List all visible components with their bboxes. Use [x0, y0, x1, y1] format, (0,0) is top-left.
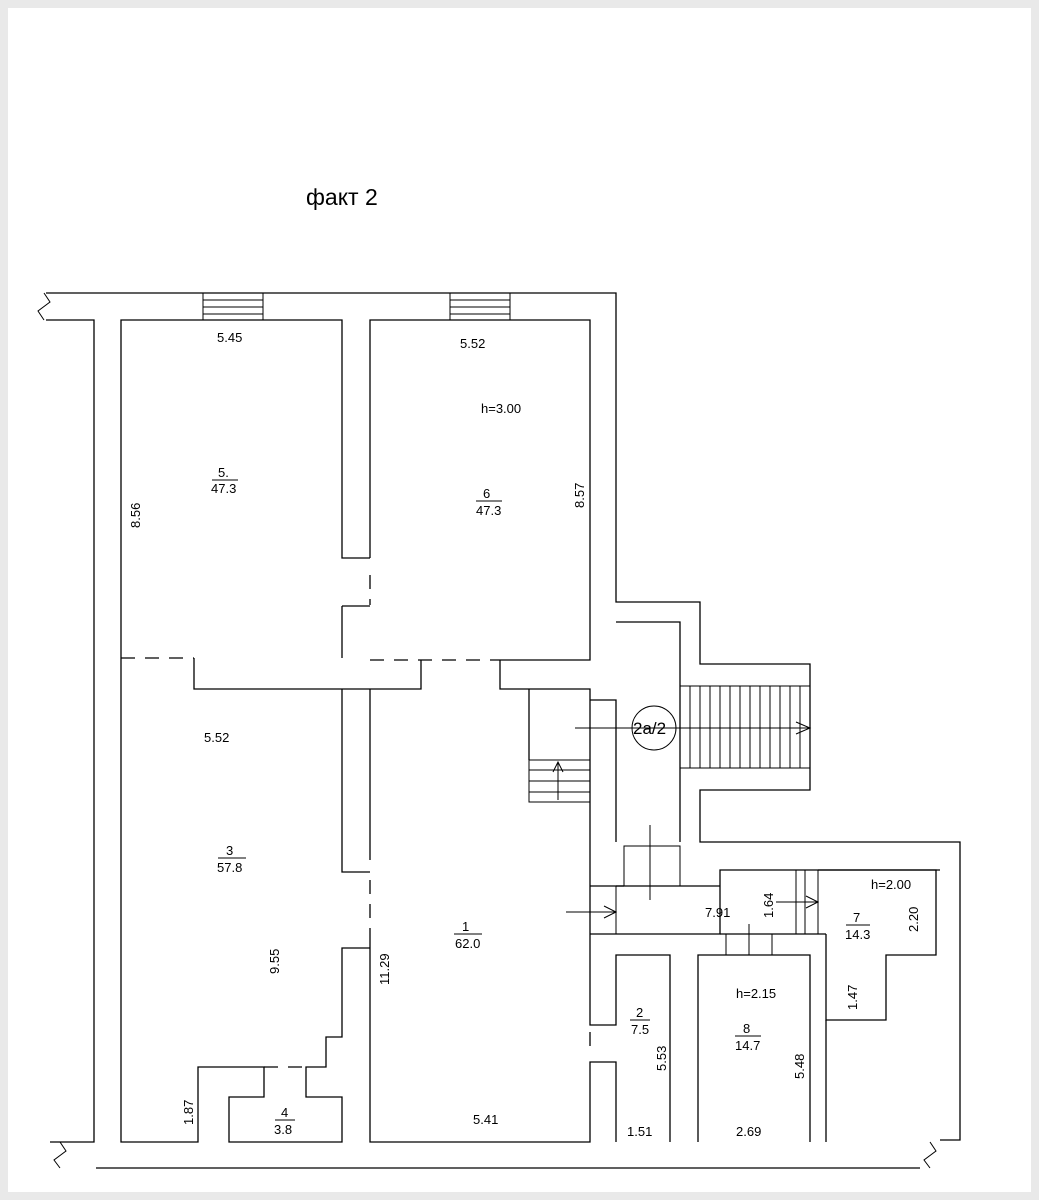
- height-room7: h=2.00: [871, 877, 911, 892]
- room-6-area: 47.3: [476, 503, 501, 518]
- height-room8: h=2.15: [736, 986, 776, 1001]
- room-2-number: 2: [636, 1005, 643, 1020]
- dim-room8-length: 5.48: [792, 1054, 807, 1079]
- dim-room8-width: 2.69: [736, 1124, 761, 1139]
- height-labels: h=3.00 h=2.00 h=2.15: [481, 401, 911, 1001]
- room-3-number: 3: [226, 843, 233, 858]
- staircase-mark: 2а/2: [633, 719, 666, 738]
- central-partitions: [193, 605, 591, 940]
- dim-corridor-width: 1.64: [761, 893, 776, 918]
- outer-walls: [37, 292, 961, 1169]
- room-3-outline: [120, 658, 370, 1143]
- room-1-area: 62.0: [455, 936, 480, 951]
- room-6-outline: [121, 319, 591, 661]
- room-8-number: 8: [743, 1021, 750, 1036]
- dim-room7-width: 2.20: [906, 907, 921, 932]
- dim-room6-length: 8.57: [572, 483, 587, 508]
- dim-room6-width: 5.52: [460, 336, 485, 351]
- room-7-outline: [818, 869, 937, 1021]
- dimensions: 5.45 5.52 5.52 5.41 1.51 2.69 7.91 8.56 …: [128, 330, 921, 1139]
- height-room6: h=3.00: [481, 401, 521, 416]
- dim-room2-length: 5.53: [654, 1046, 669, 1071]
- dim-room3-width: 5.52: [204, 730, 229, 745]
- room-4-number: 4: [281, 1105, 288, 1120]
- dim-room5-width: 5.45: [217, 330, 242, 345]
- room-4-area: 3.8: [274, 1122, 292, 1137]
- room-8-outline: [697, 924, 827, 1142]
- dim-room5-length: 8.56: [128, 503, 143, 528]
- window-room-5: [202, 292, 264, 321]
- room-1-outline: [369, 940, 671, 1143]
- small-stair: [528, 689, 591, 803]
- room-1-number: 1: [462, 919, 469, 934]
- room-6-number: 6: [483, 486, 490, 501]
- dim-room7-notch: 1.47: [845, 985, 860, 1010]
- dim-room3-length: 9.55: [267, 949, 282, 974]
- room-5-area: 47.3: [211, 481, 236, 496]
- room-7-area: 14.3: [845, 927, 870, 942]
- room-5-outline: [120, 319, 370, 658]
- dim-room3-notch: 1.87: [181, 1100, 196, 1125]
- room-2-area: 7.5: [631, 1022, 649, 1037]
- room-labels: 5. 47.3 6 47.3 3 57.8 1 62.0 2 7.5 4 3.8…: [211, 465, 870, 1137]
- dim-room1-length: 11.29: [377, 953, 392, 985]
- window-room-6: [449, 292, 511, 321]
- room-5-number: 5.: [218, 465, 229, 480]
- room-7-number: 7: [853, 910, 860, 925]
- room-8-area: 14.7: [735, 1038, 760, 1053]
- drawing-sheet: [8, 8, 1031, 1192]
- dim-corridor-length: 7.91: [705, 905, 730, 920]
- staircase-2a2: [575, 621, 812, 842]
- dim-room1-width: 5.41: [473, 1112, 498, 1127]
- plan-title: факт 2: [306, 184, 378, 210]
- dim-room2-width: 1.51: [627, 1124, 652, 1139]
- room-3-area: 57.8: [217, 860, 242, 875]
